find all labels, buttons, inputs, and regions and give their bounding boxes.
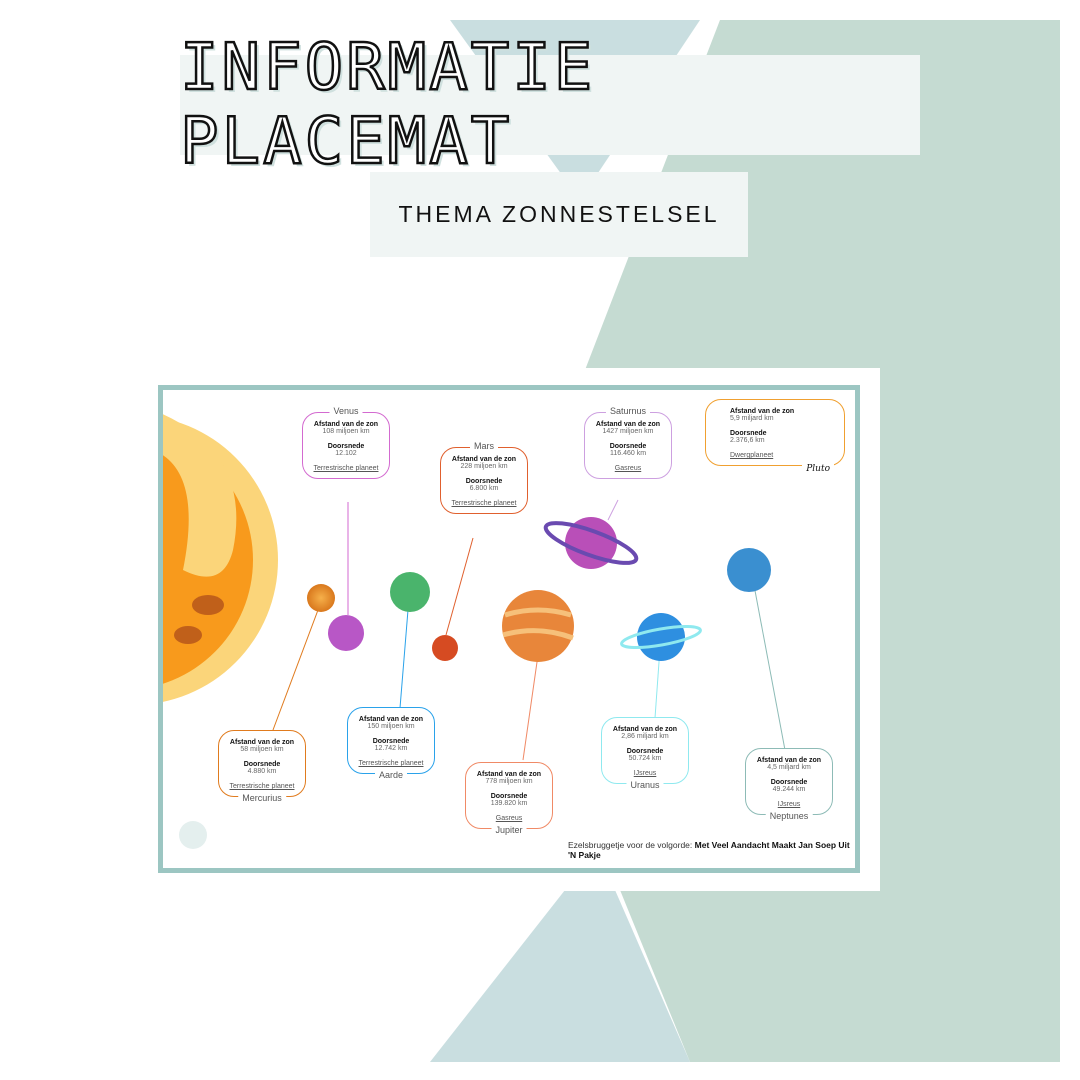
page-title: INFORMATIE PLACEMAT — [179, 30, 596, 181]
label-diameter: Doorsnede — [770, 779, 808, 786]
mnemonic-prefix: Ezelsbruggetje voor de volgorde: — [568, 840, 693, 850]
planet-name: Venus — [329, 406, 363, 416]
planet-name: Uranus — [626, 780, 664, 790]
label-diameter: Doorsnede — [465, 478, 503, 485]
label-distance: Afstand van de zon — [612, 726, 678, 733]
neptunes-icon — [727, 548, 771, 592]
logo-icon — [179, 821, 207, 849]
label-distance: Afstand van de zon — [476, 771, 542, 778]
value-diameter: 116.460 km — [609, 450, 647, 457]
value-diameter: 12.102 — [335, 450, 357, 457]
planet-name: Pluto — [802, 464, 834, 474]
label-distance: Afstand van de zon — [451, 456, 517, 463]
value-diameter: 139.820 km — [490, 800, 528, 807]
mnemonic-footer: Ezelsbruggetje voor de volgorde: Met Vee… — [568, 840, 855, 860]
planet-name: Saturnus — [605, 406, 651, 416]
mnemonic-text: Met Veel Aandacht Maakt Jan Soep Uit 'N … — [568, 840, 850, 860]
placemat-illustration — [163, 414, 819, 849]
value-distance: 5,9 miljard km — [730, 415, 774, 422]
title-banner: INFORMATIE PLACEMAT — [179, 30, 920, 180]
value-distance: 150 miljoen km — [367, 723, 415, 730]
planet-type: Terrestrische planeet — [451, 500, 517, 507]
value-distance: 1427 miljoen km — [602, 428, 654, 435]
label-distance: Afstand van de zon — [313, 421, 379, 428]
planet-type: Gasreus — [495, 815, 523, 822]
jupiter-icon — [502, 590, 574, 662]
planet-type: Terrestrische planeet — [229, 783, 295, 790]
value-distance: 228 miljoen km — [460, 463, 508, 470]
uranus-icon — [620, 613, 702, 661]
sun-icon — [163, 414, 278, 702]
label-distance: Afstand van de zon — [358, 716, 424, 723]
label-diameter: Doorsnede — [372, 738, 410, 745]
label-diameter: Doorsnede — [327, 443, 365, 450]
planet-type: Terrestrische planeet — [313, 465, 379, 472]
value-diameter: 49.244 km — [772, 786, 806, 793]
planet-type: IJsreus — [777, 801, 801, 808]
value-distance: 4,5 miljard km — [767, 764, 811, 771]
planet-name: Aarde — [374, 770, 408, 780]
value-distance: 2,86 miljard km — [621, 733, 669, 740]
mercurius-icon — [307, 584, 335, 612]
planet-name: Neptunes — [765, 811, 813, 821]
planet-type: IJsreus — [633, 770, 657, 777]
value-diameter: 2.376,6 km — [730, 437, 765, 444]
value-distance: 778 miljoen km — [485, 778, 533, 785]
label-diameter: Doorsnede — [730, 430, 767, 437]
planet-type: Dwergplaneet — [730, 452, 774, 459]
label-distance: Afstand van de zon — [595, 421, 661, 428]
value-diameter: 50.724 km — [628, 755, 662, 762]
venus-icon — [328, 615, 364, 651]
label-distance: Afstand van de zon — [756, 757, 822, 764]
label-distance: Afstand van de zon — [730, 408, 795, 415]
planet-name: Jupiter — [491, 825, 527, 835]
value-diameter: 6.800 km — [469, 485, 499, 492]
label-diameter: Doorsnede — [626, 748, 664, 755]
label-diameter: Doorsnede — [609, 443, 647, 450]
label-diameter: Doorsnede — [490, 793, 528, 800]
planet-name: Mars — [470, 441, 498, 451]
subtitle-banner: THEMA ZONNESTELSEL — [370, 172, 748, 257]
label-diameter: Doorsnede — [243, 761, 281, 768]
value-distance: 108 miljoen km — [322, 428, 370, 435]
aarde-icon — [390, 572, 430, 612]
value-diameter: 12.742 km — [374, 745, 408, 752]
saturnus-icon — [543, 517, 639, 569]
value-diameter: 4.880 km — [247, 768, 277, 775]
planet-name: Mercurius — [238, 793, 286, 803]
value-distance: 58 miljoen km — [240, 746, 284, 753]
planet-type: Terrestrische planeet — [358, 760, 424, 767]
page-subtitle: THEMA ZONNESTELSEL — [398, 201, 720, 227]
label-distance: Afstand van de zon — [229, 739, 295, 746]
planet-type: Gasreus — [614, 465, 642, 472]
mars-icon — [432, 635, 458, 661]
